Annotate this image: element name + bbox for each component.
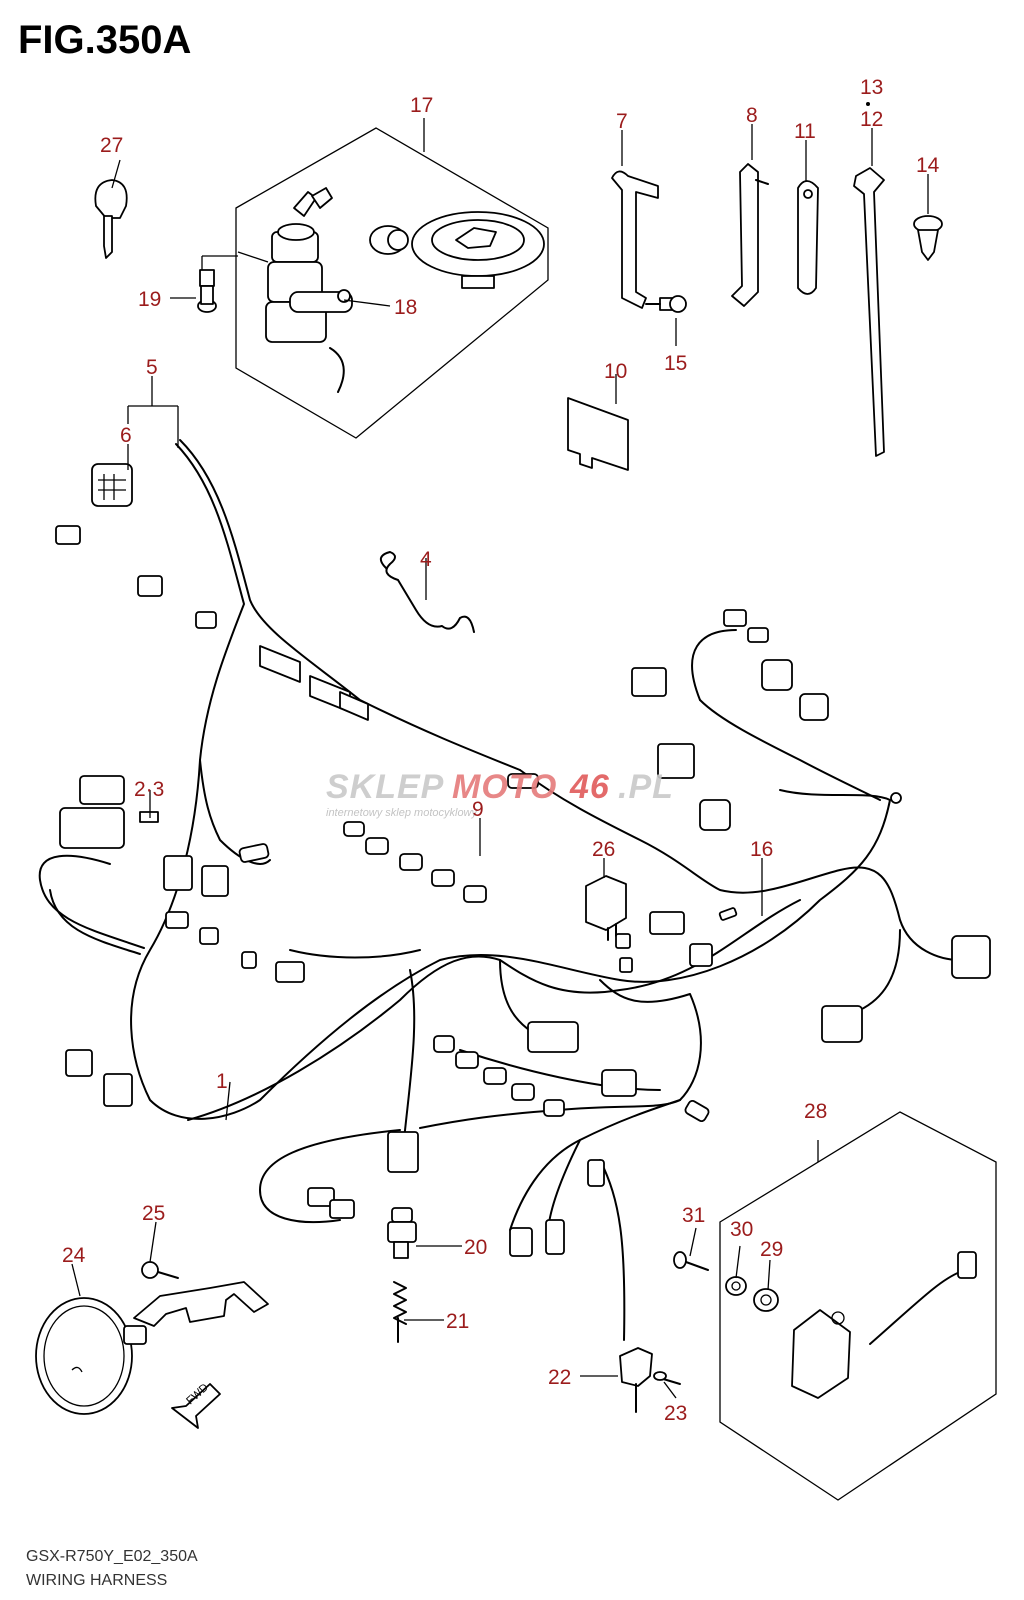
horn-24-part [35, 1297, 147, 1415]
harness-connectors [55, 463, 991, 1257]
callout-31: 31 [682, 1204, 705, 1227]
lock-cylinder-part [369, 225, 409, 255]
sensor-22-part [619, 1347, 653, 1413]
callout-19: 19 [138, 288, 161, 311]
callout-14: 14 [916, 154, 940, 177]
callout-15: 15 [664, 352, 687, 375]
callout-4: 4 [420, 548, 432, 571]
callout-20: 20 [464, 1236, 487, 1259]
spring-4-part [379, 551, 475, 633]
callout-1: 1 [216, 1070, 228, 1093]
clip-14-part [913, 215, 943, 261]
callout-7: 7 [616, 110, 628, 133]
sensor-kit-box-28 [673, 1111, 997, 1501]
watermark-brand-a: SKLEP [326, 768, 444, 806]
callout-25: 25 [142, 1202, 165, 1225]
callout-13: 13 [860, 76, 883, 99]
callout-21: 21 [446, 1310, 469, 1333]
clamp-11-part [797, 180, 819, 295]
callout-23: 23 [664, 1402, 687, 1425]
callout-8: 8 [746, 104, 758, 127]
callout-17: 17 [410, 94, 433, 117]
leader-lines [71, 102, 929, 1399]
watermark-brand-c: 46 [569, 768, 610, 806]
callout-26: 26 [592, 838, 615, 861]
callout-labels: 1 2·3 4 5 6 7 8 9 10 11 12 13 14 15 16 1… [62, 76, 940, 1425]
callout-2-3: 2·3 [134, 778, 164, 801]
cover-10-part [567, 397, 629, 471]
callout-6: 6 [120, 424, 132, 447]
watermark-brand-d: .PL [618, 768, 674, 806]
callout-9: 9 [472, 798, 484, 821]
ignition-switch-part [265, 187, 353, 393]
main-harness-1 [38, 439, 961, 1341]
callout-24: 24 [62, 1244, 86, 1267]
horn-bracket-part [133, 1281, 269, 1327]
bolt-25-part [141, 1261, 179, 1279]
watermark: SKLEP MOTO 46 .PL internetowy sklep moto… [326, 768, 674, 819]
callout-29: 29 [760, 1238, 783, 1261]
clamp-8-part [731, 163, 769, 307]
callout-12: 12 [860, 108, 883, 131]
bolt-15-part [645, 295, 687, 313]
figure-name: WIRING HARNESS [26, 1572, 168, 1589]
callout-28: 28 [804, 1100, 827, 1123]
callout-27: 27 [100, 134, 123, 157]
callout-18: 18 [394, 296, 417, 319]
watermark-tagline: internetowy sklep motocyklowy [326, 807, 479, 819]
callout-30: 30 [730, 1218, 753, 1241]
screw-23-part [653, 1371, 681, 1385]
callout-10: 10 [604, 360, 627, 383]
watermark-brand-b: MOTO [452, 768, 557, 806]
figure-title: FIG.350A [18, 18, 192, 62]
fwd-arrow: FWD [171, 1382, 221, 1429]
callout-11: 11 [794, 120, 816, 143]
relay-26-part [585, 875, 627, 941]
clamp-7-part [611, 170, 659, 309]
collar-29-part [753, 1288, 779, 1312]
figure-code: GSX-R750Y_E02_350A [26, 1548, 198, 1565]
cable-tie-12-part [853, 167, 885, 457]
speed-sensor-part [791, 1251, 977, 1399]
screw-31-part [673, 1251, 709, 1271]
fuel-cap-part [411, 211, 545, 289]
bushing-30-part [725, 1276, 747, 1296]
bolt-19-part [197, 269, 217, 313]
callout-16: 16 [750, 838, 773, 861]
callout-5: 5 [146, 356, 158, 379]
callout-22: 22 [548, 1366, 571, 1389]
oil-pressure-switch-20 [387, 1207, 417, 1259]
spring-21 [393, 1281, 407, 1343]
ignition-kit-box [201, 118, 549, 439]
key-27-part [94, 179, 128, 259]
